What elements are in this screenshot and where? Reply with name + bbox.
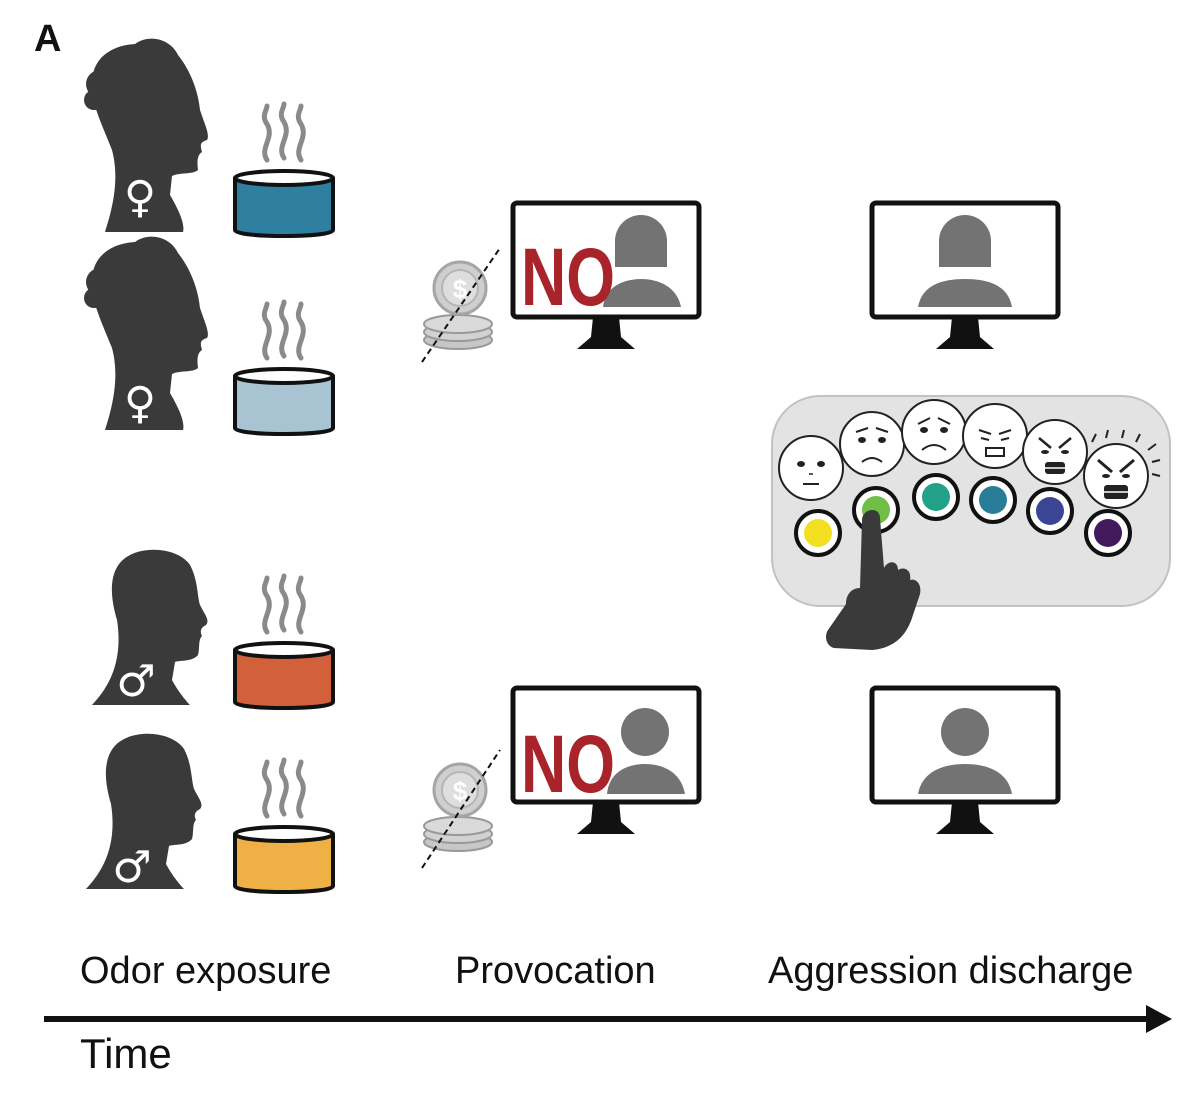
steaming-pot-icon-1 [233,104,335,238]
discharge-monitor-male [872,688,1058,834]
female-symbol-2: ♀ [124,378,156,429]
coin-stack-icon-2: $ [421,749,501,869]
furious-face-icon [1083,429,1161,509]
angry-face-icon [1022,419,1088,485]
female-symbol-1: ♀ [124,172,156,223]
sad-face-icon [839,411,905,477]
aggression-button-1[interactable] [794,509,842,557]
stage-label-odor-exposure: Odor exposure [80,950,332,992]
time-arrow-icon [44,1005,1172,1033]
stage-label-aggression-discharge: Aggression discharge [768,950,1134,992]
neutral-face-icon [778,435,844,501]
stage-label-provocation: Provocation [455,950,656,992]
aggression-button-4[interactable] [969,476,1017,524]
coin-stack-icon-1: $ [421,247,501,363]
upset-face-icon [901,399,967,465]
steaming-pot-icon-2 [233,302,335,436]
aggression-button-3[interactable] [912,473,960,521]
coin-symbol-2: $ [453,776,468,806]
provocation-monitor-female: NO [513,203,699,349]
steaming-pot-icon-3 [233,576,335,710]
aggression-button-6[interactable] [1084,509,1132,557]
panel-label: A [34,18,62,60]
coin-symbol-1: $ [453,274,468,304]
male-symbol-2: ♂ [112,842,151,893]
provocation-monitor-male: NO [513,688,699,834]
annoyed-face-icon [962,403,1028,469]
steaming-pot-icon-4 [233,760,335,894]
no-text-2: NO [521,719,615,810]
aggression-keypad [771,395,1171,650]
aggression-button-5[interactable] [1026,487,1074,535]
male-symbol-1: ♂ [116,656,155,707]
no-text-1: NO [521,232,615,323]
time-label: Time [80,1030,172,1077]
discharge-monitor-female [872,203,1058,349]
pointing-hand-icon [826,510,921,650]
